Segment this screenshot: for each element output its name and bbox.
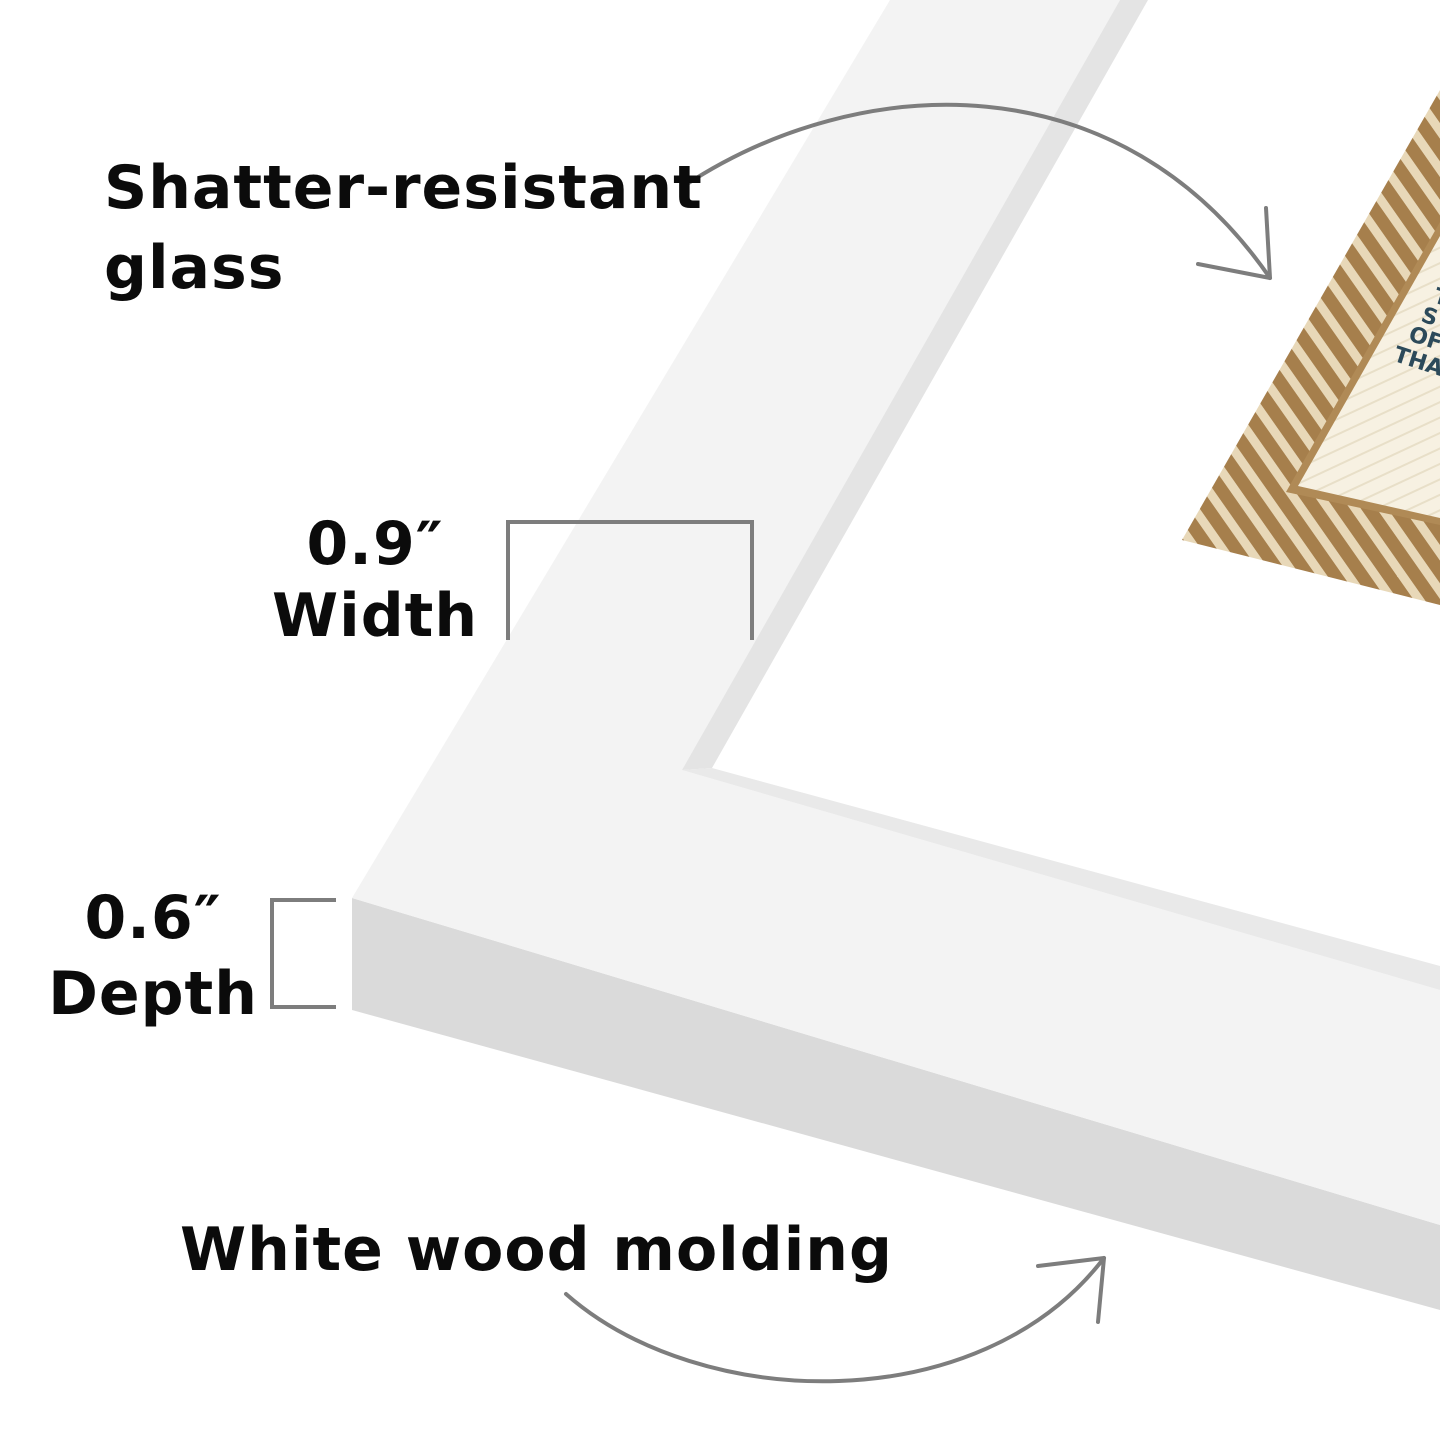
depth-label: Depth: [48, 959, 258, 1029]
glass-arrow: [682, 102, 1272, 280]
mat-board: [682, 0, 1440, 990]
artwork-text-line-2: S: [1418, 303, 1440, 332]
artwork-paper: [1298, 236, 1440, 518]
artwork-text-line-1: T: [1431, 284, 1440, 312]
glass-callout-line-1: Shatter-resistant: [104, 153, 703, 223]
frame-inner-bevel: [682, 0, 1148, 770]
width-bracket: [506, 520, 754, 640]
width-label: Width: [271, 581, 479, 651]
frame-side-edge: [352, 898, 1440, 1310]
glass-callout-line-2: glass: [104, 233, 285, 303]
width-callout: 0.9″ Width: [270, 508, 480, 652]
molding-text: White wood molding: [180, 1215, 893, 1285]
depth-value: 0.6″: [84, 883, 222, 953]
molding-arrow: [564, 1256, 1106, 1384]
depth-callout: 0.6″ Depth: [48, 880, 258, 1032]
width-value: 0.9″: [306, 509, 444, 579]
glass-callout: Shatter-resistant glass: [104, 148, 703, 308]
frame-inner-bevel-bottom: [682, 768, 1440, 990]
depth-bracket: [270, 898, 336, 1009]
molding-callout: White wood molding: [180, 1212, 893, 1288]
